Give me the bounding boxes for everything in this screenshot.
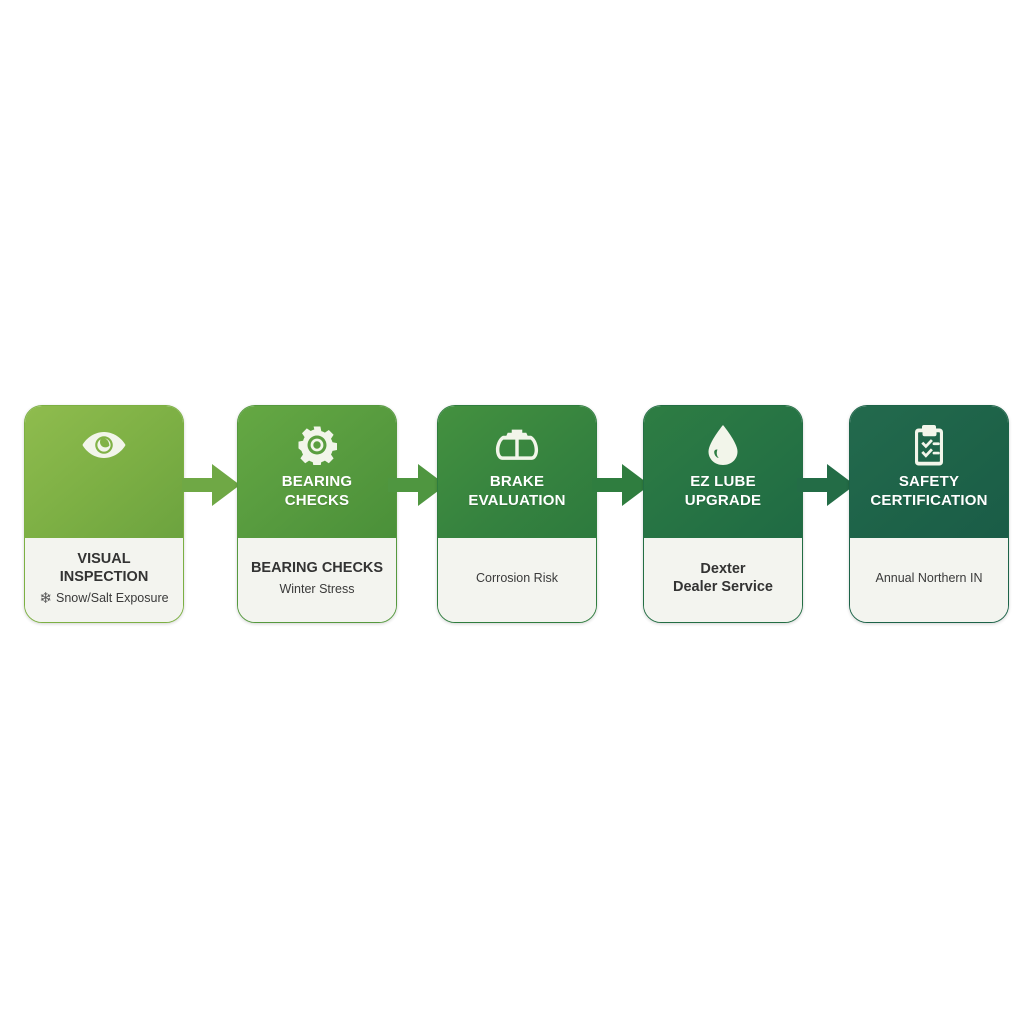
process-flow-row: VISUAL INSPECTION ❄ Snow/Salt Exposure <box>0 405 1024 625</box>
step-card-bearing-checks[interactable]: BEARING CHECKS BEARING CHECKS Winter Str… <box>237 405 397 623</box>
step-card-visual-inspection[interactable]: VISUAL INSPECTION ❄ Snow/Salt Exposure <box>24 405 184 623</box>
step-caption-row: Corrosion Risk <box>476 570 558 586</box>
step-header-ez-lube-upgrade: EZ LUBE UPGRADE <box>644 406 802 538</box>
step-heading: VISUAL INSPECTION <box>59 551 149 585</box>
step-caption: Annual Northern IN <box>875 571 983 585</box>
step-title: BEARING CHECKS <box>281 473 353 509</box>
step-caption: Winter Stress <box>279 582 355 596</box>
flow-arrow-4 <box>797 460 857 510</box>
step-caption-row: Winter Stress <box>279 581 354 597</box>
clipboard-check-icon <box>906 424 952 466</box>
step-title: SAFETY CERTIFICATION <box>870 473 988 509</box>
step-heading: Dexter Dealer Service <box>673 561 773 595</box>
step-caption: Corrosion Risk <box>476 571 558 585</box>
brake-pad-icon <box>494 424 540 466</box>
step-caption-row: Annual Northern IN <box>875 570 982 586</box>
flow-arrow-1 <box>182 460 242 510</box>
step-header-safety-certification: SAFETY CERTIFICATION <box>850 406 1008 538</box>
flow-arrow-3 <box>592 460 652 510</box>
oil-drop-icon <box>700 424 746 466</box>
step-heading: BEARING CHECKS <box>250 560 384 576</box>
eye-icon <box>81 424 127 466</box>
step-card-safety-certification[interactable]: SAFETY CERTIFICATION Annual Northern IN <box>849 405 1009 623</box>
step-header-brake-evaluation: BRAKE EVALUATION <box>438 406 596 538</box>
step-title: EZ LUBE UPGRADE <box>684 473 762 509</box>
step-card-ez-lube-upgrade[interactable]: EZ LUBE UPGRADE Dexter Dealer Service <box>643 405 803 623</box>
step-header-visual-inspection <box>25 406 183 538</box>
step-title: BRAKE EVALUATION <box>468 473 566 509</box>
step-body-bearing-checks: BEARING CHECKS Winter Stress <box>238 538 396 622</box>
step-body-visual-inspection: VISUAL INSPECTION ❄ Snow/Salt Exposure <box>25 538 183 622</box>
gear-icon <box>294 424 340 466</box>
step-body-brake-evaluation: Corrosion Risk <box>438 538 596 622</box>
flow-arrow-2 <box>388 460 448 510</box>
step-caption: Snow/Salt Exposure <box>56 591 169 605</box>
step-body-ez-lube-upgrade: Dexter Dealer Service <box>644 538 802 622</box>
step-body-safety-certification: Annual Northern IN <box>850 538 1008 622</box>
snowflake-icon: ❄ <box>39 589 52 607</box>
step-caption-row: ❄ Snow/Salt Exposure <box>39 590 168 606</box>
step-card-brake-evaluation[interactable]: BRAKE EVALUATION Corrosion Risk <box>437 405 597 623</box>
step-header-bearing-checks: BEARING CHECKS <box>238 406 396 538</box>
